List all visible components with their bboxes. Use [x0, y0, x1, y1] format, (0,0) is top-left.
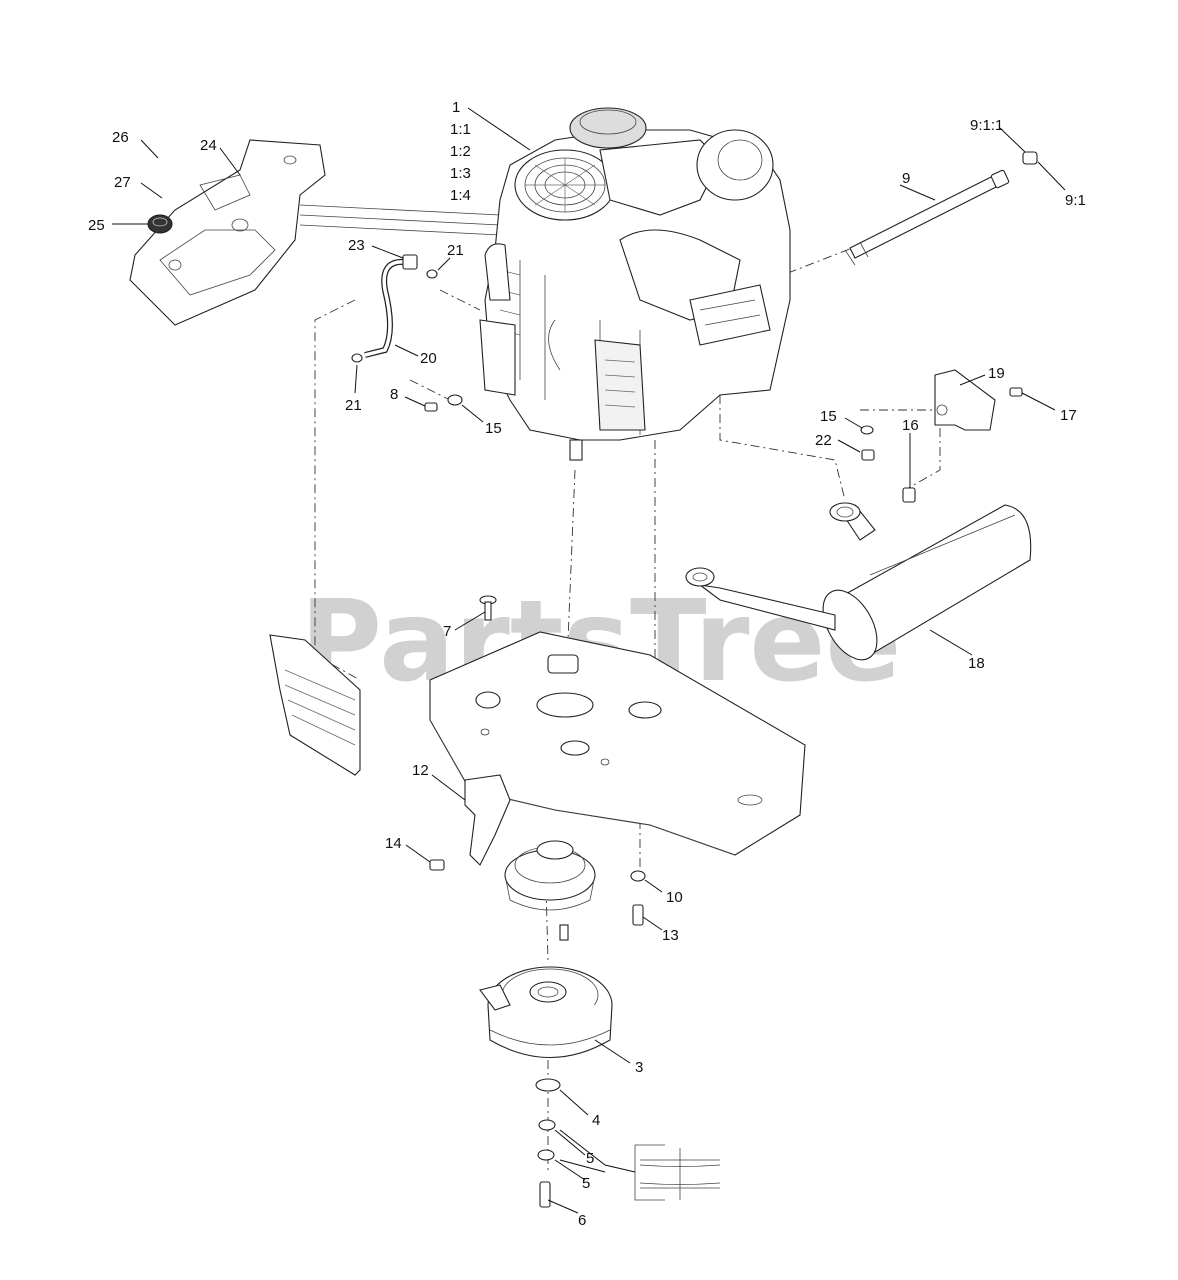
spacer-5-lower	[537, 1149, 555, 1161]
callout-22: 22	[815, 432, 832, 449]
bolt-8	[424, 402, 438, 412]
muffler-bracket	[934, 369, 996, 431]
washer-15-left	[447, 394, 463, 406]
callout-21-lower: 21	[345, 397, 362, 414]
washer-10	[630, 870, 646, 882]
side-shield	[269, 634, 361, 776]
spacer-detail-inset	[559, 1129, 721, 1201]
callout-1-4: 1:4	[450, 187, 471, 204]
exhaust-tube	[844, 169, 1010, 266]
callout-14: 14	[385, 835, 402, 852]
callout-23: 23	[348, 237, 365, 254]
callout-1-3: 1:3	[450, 165, 471, 182]
hose-fitting	[402, 254, 418, 270]
engine	[479, 107, 791, 461]
callout-9-1-1: 9:1:1	[970, 117, 1003, 134]
callout-25: 25	[88, 217, 105, 234]
callout-9: 9	[902, 170, 910, 187]
bolt-17	[1009, 387, 1023, 397]
callout-16: 16	[902, 417, 919, 434]
muffler	[685, 502, 1032, 661]
nut-14	[429, 859, 445, 871]
callout-5-upper: 5	[586, 1150, 594, 1167]
throttle-knob	[147, 214, 173, 234]
throttle-control-panel	[129, 139, 501, 326]
callout-24: 24	[200, 137, 217, 154]
callout-1: 1	[452, 99, 460, 116]
bolt-6	[539, 1181, 551, 1208]
exhaust-cap	[1022, 151, 1038, 165]
washer-4	[535, 1078, 561, 1092]
clutch-bracket	[464, 774, 511, 866]
fuel-hose	[364, 258, 406, 358]
callout-15-left: 15	[485, 420, 502, 437]
callout-20: 20	[420, 350, 437, 367]
spacer-5-upper	[538, 1119, 556, 1131]
callout-labels: 1 1:1 1:2 1:3 1:4 26 24 27 25 23 21 20 2…	[88, 99, 1086, 1229]
callout-7: 7	[443, 623, 451, 640]
callout-1-2: 1:2	[450, 143, 471, 160]
nut-22	[861, 449, 875, 461]
engine-deck-plate	[429, 631, 806, 856]
callout-3: 3	[635, 1059, 643, 1076]
callout-12: 12	[412, 762, 429, 779]
callout-5-lower: 5	[582, 1175, 590, 1192]
hose-clamp-upper	[426, 269, 438, 279]
washer-15-right	[860, 425, 874, 435]
leader-lines	[112, 107, 1066, 1214]
engine-pulley	[504, 840, 596, 911]
callout-9-1: 9:1	[1065, 192, 1086, 209]
callout-6: 6	[578, 1212, 586, 1229]
callout-26: 26	[112, 129, 129, 146]
callout-21-upper: 21	[447, 242, 464, 259]
callout-10: 10	[666, 889, 683, 906]
bolt-7	[479, 595, 497, 621]
callout-13: 13	[662, 927, 679, 944]
callout-19: 19	[988, 365, 1005, 382]
key	[559, 924, 569, 941]
bolt-16	[902, 487, 916, 503]
bolt-13	[632, 904, 644, 926]
callout-27: 27	[114, 174, 131, 191]
callout-17: 17	[1060, 407, 1077, 424]
callout-15-right: 15	[820, 408, 837, 425]
electric-clutch	[479, 966, 613, 1059]
callout-1-1: 1:1	[450, 121, 471, 138]
callout-18: 18	[968, 655, 985, 672]
callout-4: 4	[592, 1112, 600, 1129]
callout-8: 8	[390, 386, 398, 403]
hose-clamp-lower	[351, 353, 363, 363]
